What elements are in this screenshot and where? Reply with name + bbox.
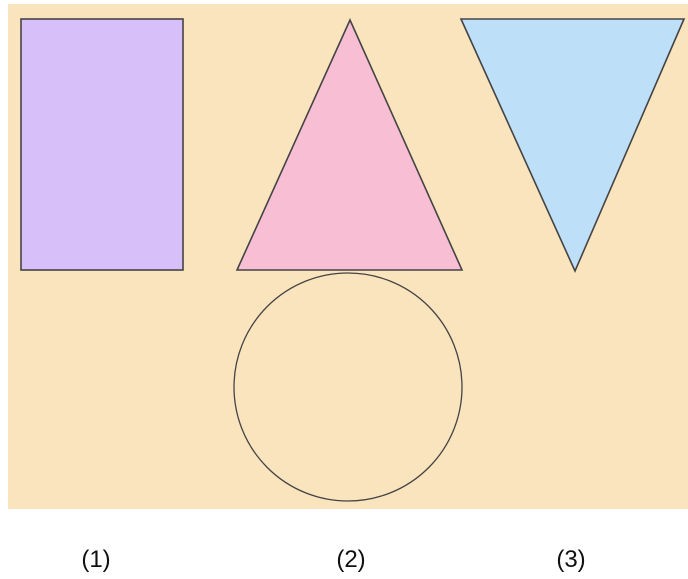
label-3: (3) [556, 546, 586, 573]
circle-shape [233, 272, 463, 502]
downward-triangle-shape [459, 18, 686, 273]
rectangle-shape [20, 18, 184, 271]
upward-triangle-shape [235, 18, 464, 271]
label-1: (1) [81, 546, 111, 573]
label-2: (2) [336, 546, 366, 573]
